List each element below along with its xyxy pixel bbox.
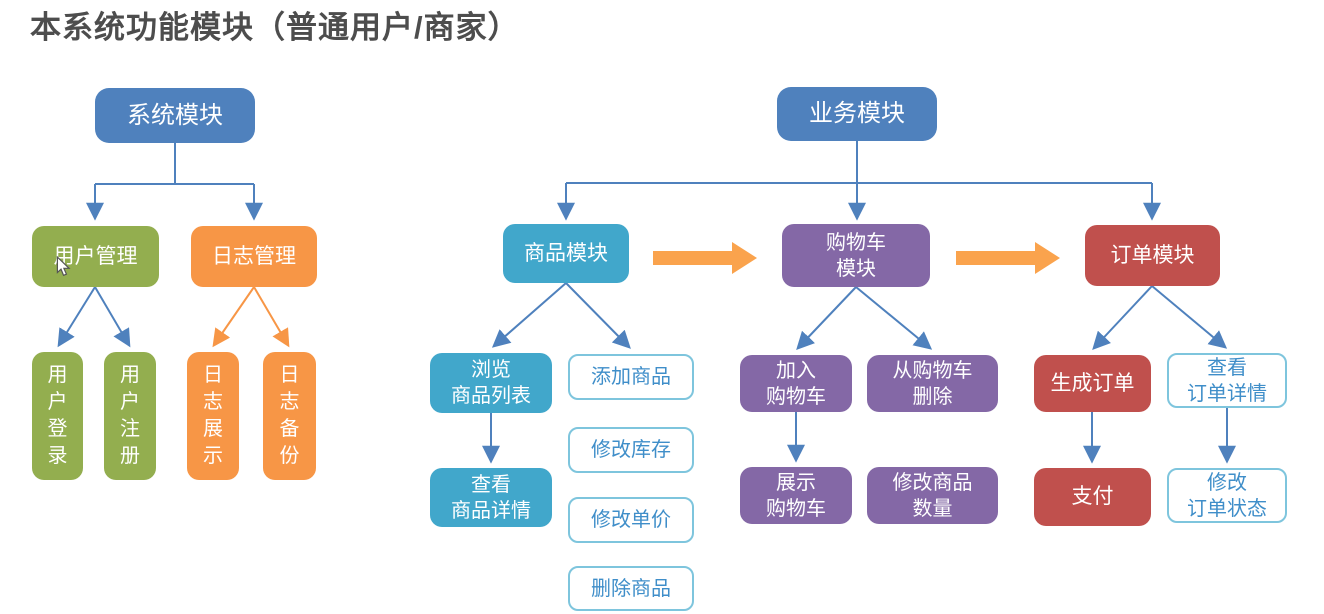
node-edit-stock: 修改库存 [568, 427, 694, 473]
node-edit-quantity: 修改商品 数量 [867, 467, 998, 524]
node-log-show: 日志展示 [187, 352, 239, 480]
node-user-login: 用户登录 [32, 352, 83, 480]
node-order-module: 订单模块 [1085, 225, 1220, 286]
node-user-register: 用户注册 [104, 352, 156, 480]
node-view-order-detail: 查看 订单详情 [1167, 353, 1287, 408]
page-title: 本系统功能模块（普通用户/商家） [30, 10, 520, 45]
flow-arrow-cart-to-order [956, 242, 1060, 274]
node-cart-module: 购物车 模块 [782, 224, 930, 287]
node-pay: 支付 [1034, 468, 1151, 526]
node-user-mgmt: 用户管理 [32, 226, 159, 287]
node-browse-list: 浏览 商品列表 [430, 353, 552, 413]
node-edit-price: 修改单价 [568, 497, 694, 543]
node-remove-from-cart: 从购物车 删除 [867, 355, 998, 412]
node-view-detail: 查看 商品详情 [430, 468, 552, 527]
node-log-mgmt: 日志管理 [191, 226, 317, 287]
node-create-order: 生成订单 [1034, 355, 1151, 412]
node-log-backup: 日志备份 [263, 352, 316, 480]
business-tree-connectors [482, 141, 1236, 464]
node-show-cart: 展示 购物车 [740, 467, 852, 524]
node-product-module: 商品模块 [503, 224, 629, 283]
node-system-root: 系统模块 [95, 88, 255, 143]
node-add-to-cart: 加入 购物车 [740, 355, 852, 412]
node-edit-order-status: 修改 订单状态 [1167, 468, 1287, 523]
node-add-product: 添加商品 [568, 354, 694, 400]
node-business-root: 业务模块 [777, 87, 937, 141]
flow-arrow-product-to-cart [653, 242, 757, 274]
node-delete-product: 删除商品 [568, 566, 694, 611]
